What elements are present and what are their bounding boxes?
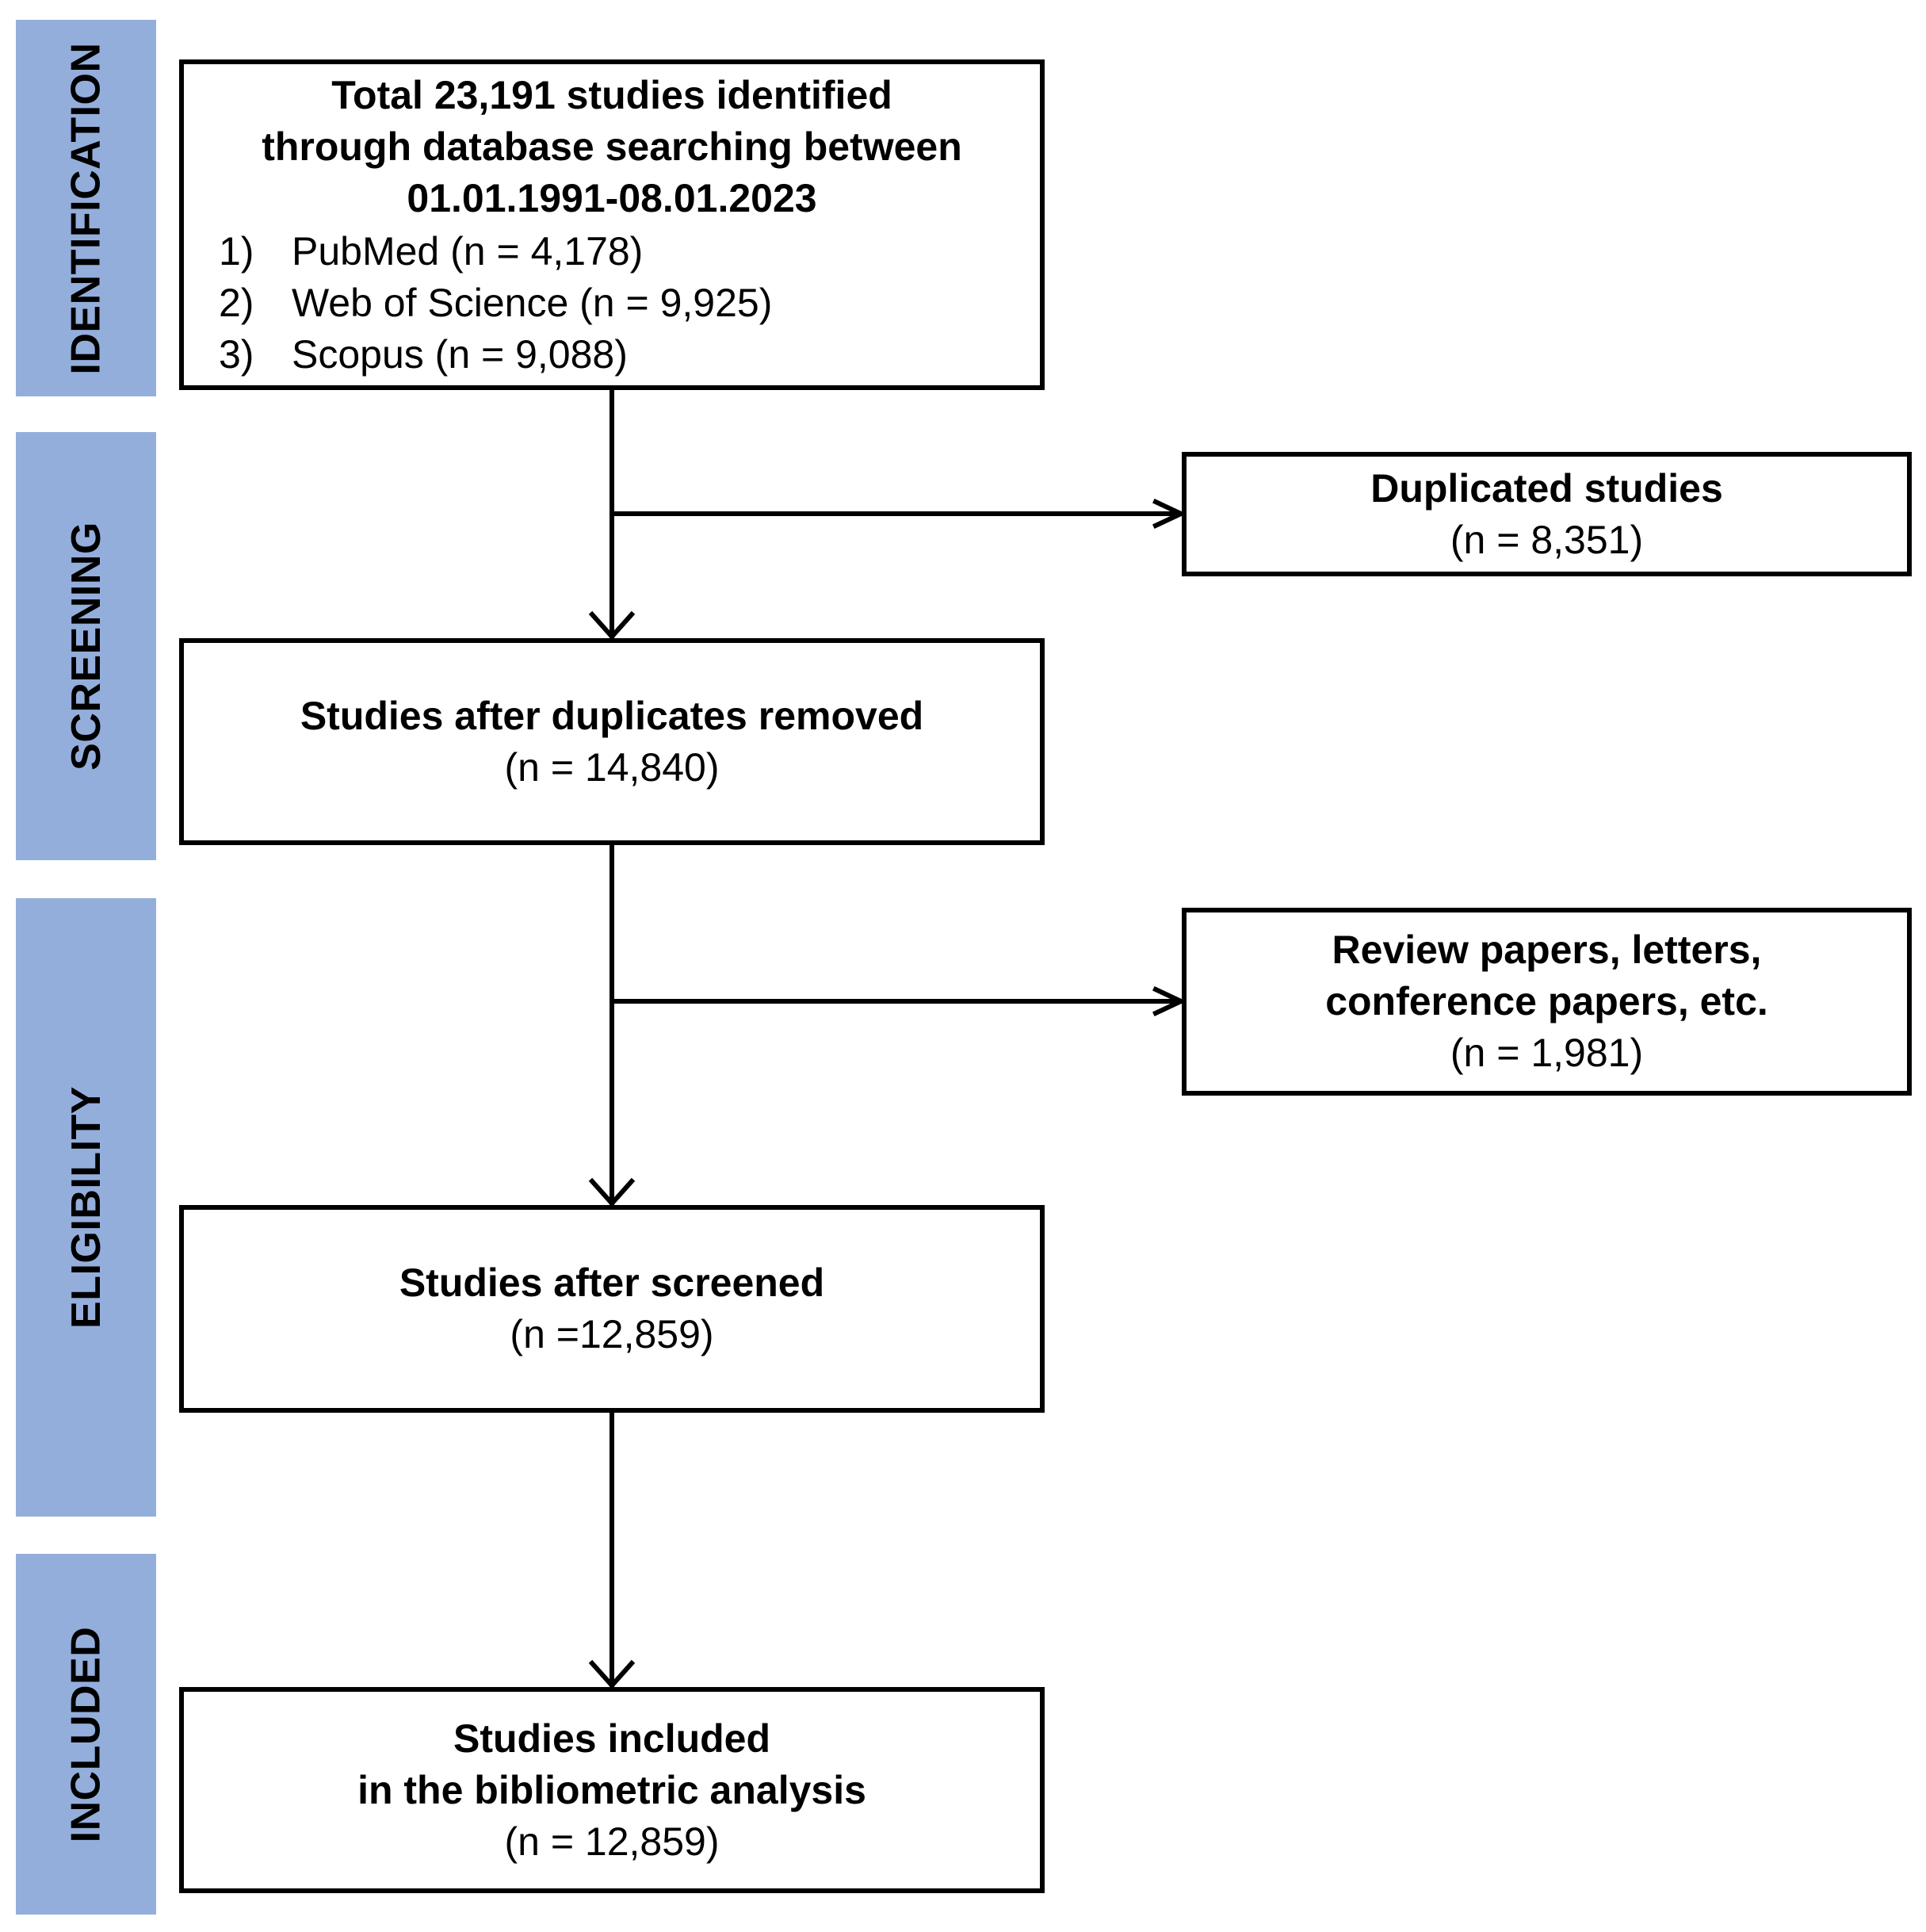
duplicated-count: (n = 8,351): [1450, 517, 1644, 562]
identification-title-line-1: Total 23,191 studies identified: [331, 72, 892, 117]
source-text: Web of Science (n = 9,925): [292, 280, 773, 325]
source-item: 1) PubMed (n = 4,178): [219, 226, 772, 277]
studies-included-box: Studies included in the bibliometric ana…: [179, 1687, 1045, 1893]
source-number: 1): [219, 228, 254, 274]
source-item: 2) Web of Science (n = 9,925): [219, 277, 772, 329]
database-source-list: 1) PubMed (n = 4,178) 2) Web of Science …: [219, 226, 772, 381]
included-title-line-2: in the bibliometric analysis: [357, 1767, 866, 1812]
arrowhead-to-duplicated-box: [1152, 499, 1187, 529]
excluded-title-line-2: conference papers, etc.: [1325, 979, 1768, 1023]
arrowhead-to-included-box: [588, 1659, 636, 1689]
after-duplicates-title: Studies after duplicates removed: [300, 693, 924, 738]
phase-bar-eligibility: ELIGIBILITY: [16, 898, 156, 1517]
identification-box: Total 23,191 studies identified through …: [179, 59, 1045, 390]
included-title-line-1: Studies included: [453, 1716, 771, 1761]
duplicated-title: Duplicated studies: [1370, 465, 1723, 511]
studies-screened-box: Studies after screened (n =12,859): [179, 1205, 1045, 1413]
source-item: 3) Scopus (n = 9,088): [219, 329, 772, 381]
source-number: 2): [219, 280, 254, 325]
duplicated-studies-box: Duplicated studies (n = 8,351): [1182, 452, 1912, 576]
source-number: 3): [219, 331, 254, 377]
identification-title-line-3: 01.01.1991-08.01.2023: [407, 175, 817, 220]
arrowhead-to-screened-box: [588, 1177, 636, 1207]
source-text: Scopus (n = 9,088): [292, 331, 628, 377]
source-text: PubMed (n = 4,178): [292, 228, 644, 274]
excluded-title-line-1: Review papers, letters,: [1332, 928, 1762, 972]
phase-bar-included: INCLUDED: [16, 1554, 156, 1915]
phase-bar-identification: IDENTIFICATION: [16, 20, 156, 396]
arrowhead-to-screening-box: [588, 610, 636, 641]
phase-bar-screening: SCREENING: [16, 432, 156, 860]
excluded-papers-box: Review papers, letters, conference paper…: [1182, 908, 1912, 1096]
screened-title: Studies after screened: [399, 1261, 825, 1305]
screened-count: (n =12,859): [510, 1312, 714, 1356]
after-duplicates-count: (n = 14,840): [504, 744, 720, 790]
arrowhead-to-excluded-box: [1152, 986, 1187, 1016]
excluded-count: (n = 1,981): [1450, 1031, 1644, 1075]
identification-title-line-2: through database searching between: [262, 124, 962, 169]
after-duplicates-box: Studies after duplicates removed (n = 14…: [179, 638, 1045, 845]
included-count: (n = 12,859): [504, 1819, 720, 1864]
